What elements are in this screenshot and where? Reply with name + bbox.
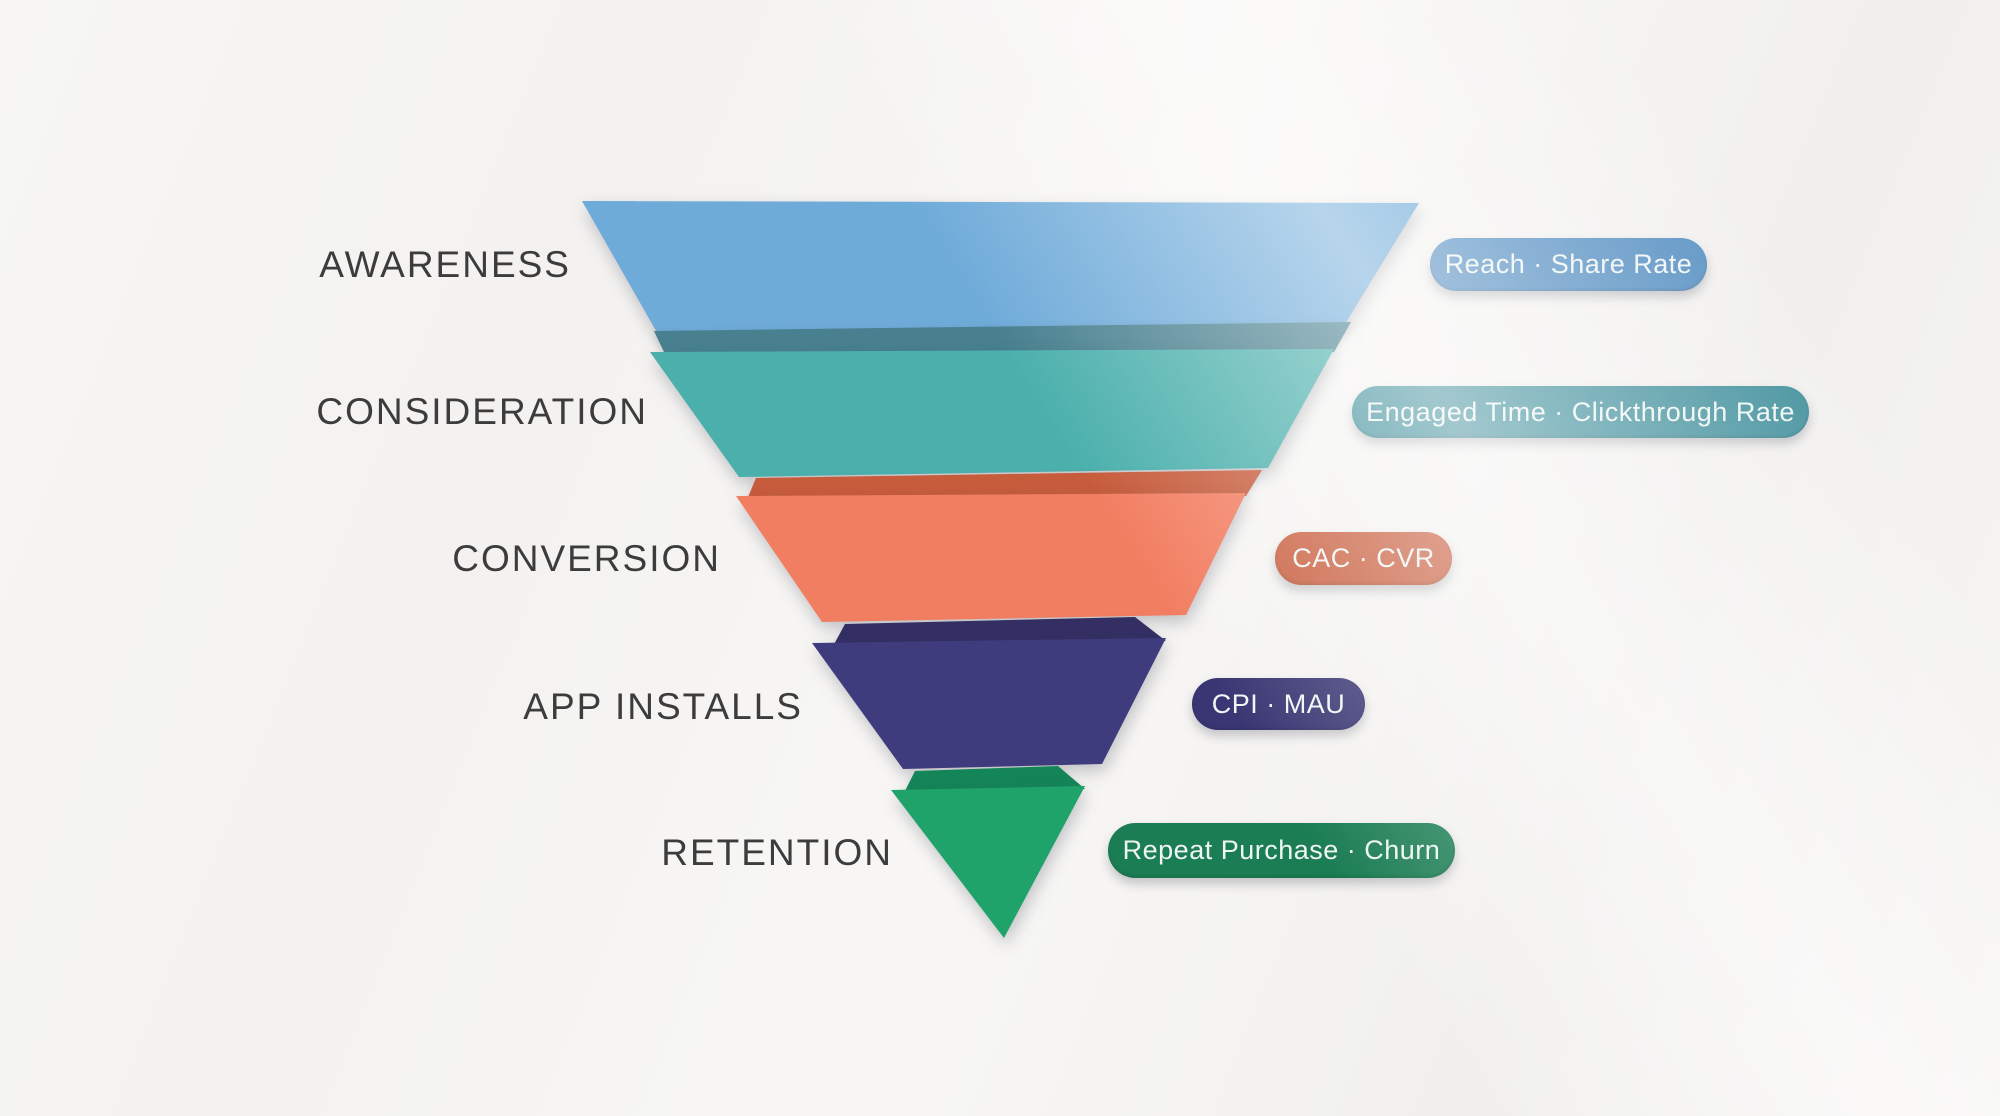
stage-label-awareness: AWARENESS xyxy=(319,244,571,285)
metrics-badge-retention: Repeat Purchase · Churn xyxy=(1108,823,1455,878)
funnel-segment-consideration-fold xyxy=(654,322,1351,352)
stage-label-consideration: CONSIDERATION xyxy=(316,391,648,432)
stage-label-retention: RETENTION xyxy=(661,832,893,873)
funnel-segment-retention xyxy=(891,786,1085,938)
metrics-badge-awareness: Reach · Share Rate xyxy=(1430,238,1707,291)
stage-label-conversion: CONVERSION xyxy=(452,538,721,579)
funnel-segment-consideration xyxy=(650,349,1334,477)
funnel-segment-awareness xyxy=(582,201,1419,336)
funnel-segment-conversion xyxy=(736,493,1246,622)
metrics-badge-consideration: Engaged Time · Clickthrough Rate xyxy=(1352,386,1809,438)
stage-label-app-installs: APP INSTALLS xyxy=(523,686,803,727)
funnel-segment-app-installs xyxy=(812,638,1166,769)
metrics-badge-conversion: CAC · CVR xyxy=(1275,532,1452,585)
metrics-badge-app-installs: CPI · MAU xyxy=(1192,678,1365,730)
